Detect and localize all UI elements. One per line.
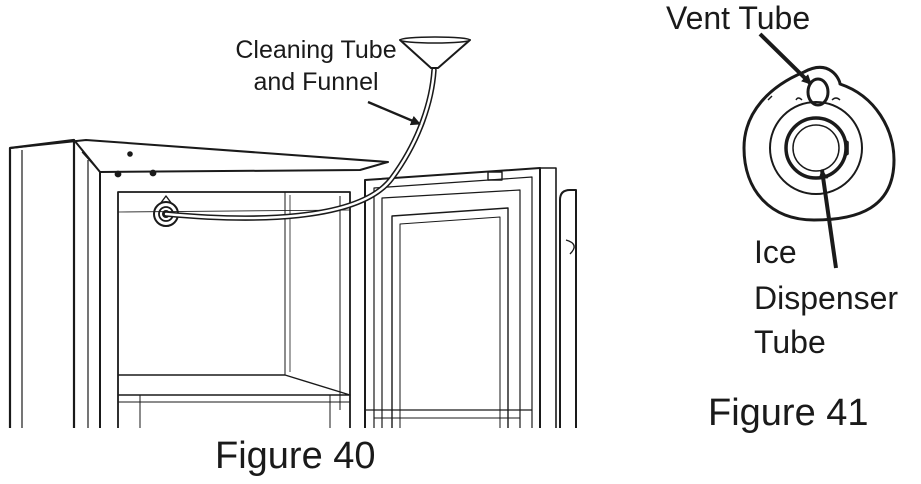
figure-40-caption: Figure 40 [215,435,376,477]
ice-dispenser-label-line3: Tube [754,324,826,360]
ice-dispenser-label-line1: Ice [754,234,797,270]
cleaning-tube-label-line2: and Funnel [253,68,379,96]
ice-dispenser-housing [742,65,896,222]
ice-tube-pointer [818,169,838,269]
cleaning-tube-label-line1: Cleaning Tube [235,36,397,64]
vent-tube-label: Vent Tube [666,0,811,36]
cleaning-tube-pointer [367,100,421,126]
refrigerator-cabinet [8,138,389,428]
cleaning-tube-and-funnel [163,36,471,221]
figure-41-caption: Figure 41 [708,392,869,434]
freezer-door [364,167,577,428]
vent-tube-pointer [758,32,813,86]
ice-dispenser-label-line2: Dispenser [754,280,899,316]
